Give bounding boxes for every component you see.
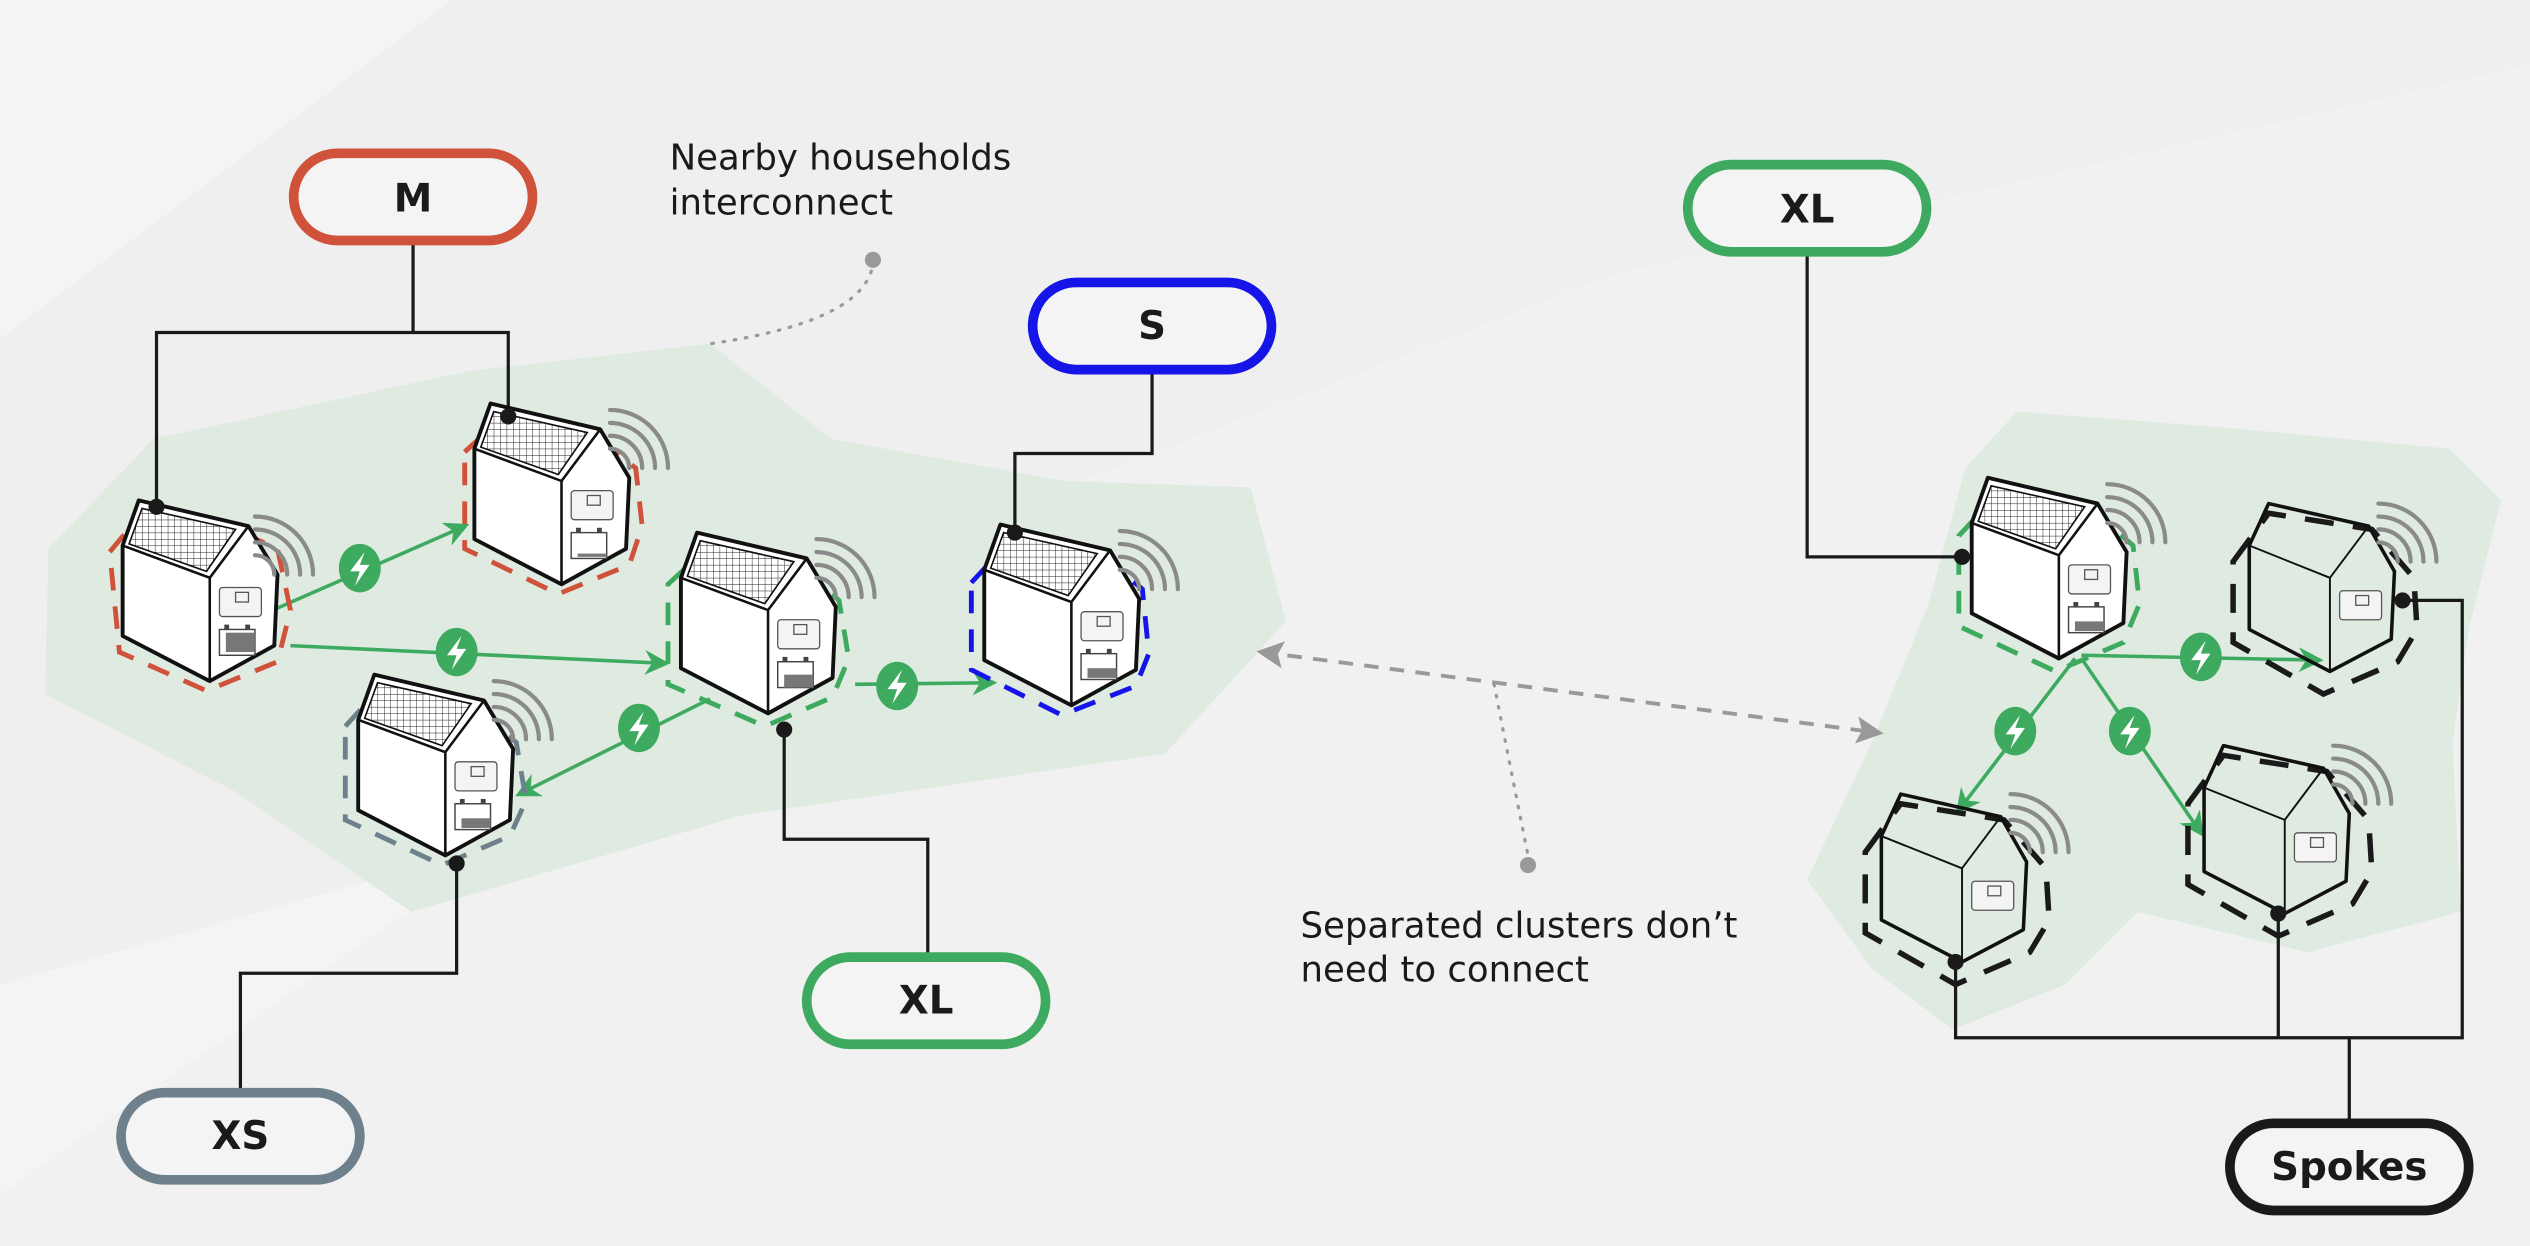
- household-r2[interactable]: [2230, 504, 2436, 698]
- size-pill-xl-left[interactable]: XL: [801, 952, 1051, 1050]
- household-h3[interactable]: [342, 672, 552, 872]
- size-pill-spokes-label: Spokes: [2271, 1145, 2427, 1190]
- cluster-separation-arrow: [1256, 641, 1884, 744]
- household-r4[interactable]: [2185, 746, 2391, 940]
- connector-dot: [2394, 592, 2411, 609]
- household-h5[interactable]: [968, 522, 1178, 718]
- annotation-separated-line1: Separated clusters don’t: [1300, 906, 1737, 947]
- size-pill-xl-right-label: XL: [1780, 188, 1835, 233]
- annotation-pointer: [708, 269, 873, 346]
- household-r3[interactable]: [1862, 794, 2068, 988]
- household-h4[interactable]: [665, 530, 875, 738]
- annotation-dot: [864, 251, 881, 268]
- size-pill-m[interactable]: M: [288, 148, 538, 246]
- wiring: [154, 242, 2464, 1122]
- connector-dot: [1006, 524, 1023, 541]
- battery-level-fill: [225, 632, 255, 653]
- size-pill-m-label: M: [394, 176, 433, 221]
- household-h1[interactable]: [107, 498, 313, 694]
- household-r1[interactable]: [1953, 475, 2165, 675]
- connector-dot: [1953, 548, 1971, 565]
- connector-dot: [500, 408, 517, 425]
- connector-dot: [776, 721, 793, 738]
- size-pill-s[interactable]: S: [1027, 277, 1277, 375]
- battery-level-fill: [2074, 621, 2105, 632]
- energy-bolt-icon: [876, 661, 919, 711]
- energy-bolt-icon: [617, 703, 660, 753]
- energy-bolt-icon: [2179, 632, 2222, 682]
- connector-dot: [448, 855, 465, 872]
- annotation-separated-line2: need to connect: [1300, 949, 1588, 990]
- energy-bolt-icon: [1994, 706, 2037, 756]
- battery-level-fill: [784, 674, 814, 688]
- battery-level-fill: [1087, 668, 1117, 678]
- size-pill-spokes[interactable]: Spokes: [2225, 1118, 2474, 1216]
- annotation-nearby-line1: Nearby households: [670, 137, 1012, 178]
- size-pill-xs[interactable]: XS: [116, 1087, 365, 1185]
- annotation-separated: Separated clusters don’t need to connect: [1300, 682, 1738, 990]
- size-pill-xl-left-label: XL: [899, 979, 954, 1024]
- battery-level-fill: [577, 553, 607, 557]
- energy-bolt-icon: [338, 543, 381, 593]
- size-pill-s-label: S: [1138, 304, 1166, 349]
- connector-dot: [148, 498, 165, 515]
- size-boundary: [107, 510, 293, 694]
- annotation-pointer: [1492, 682, 1530, 858]
- size-pill-xl-right[interactable]: XL: [1682, 159, 1932, 257]
- connector-dot: [1947, 953, 1964, 971]
- annotation-dot: [1519, 857, 1537, 874]
- battery-level-fill: [461, 818, 491, 828]
- energy-bolt-icon: [2108, 706, 2151, 756]
- left-cluster-area: [45, 343, 1286, 912]
- annotation-nearby: Nearby households interconnect: [670, 137, 1012, 346]
- annotation-nearby-line2: interconnect: [670, 183, 894, 224]
- size-pill-xs-label: XS: [212, 1114, 270, 1159]
- energy-bolt-icon: [435, 627, 478, 677]
- connector-dot: [2270, 905, 2287, 922]
- household-h2[interactable]: [462, 401, 668, 597]
